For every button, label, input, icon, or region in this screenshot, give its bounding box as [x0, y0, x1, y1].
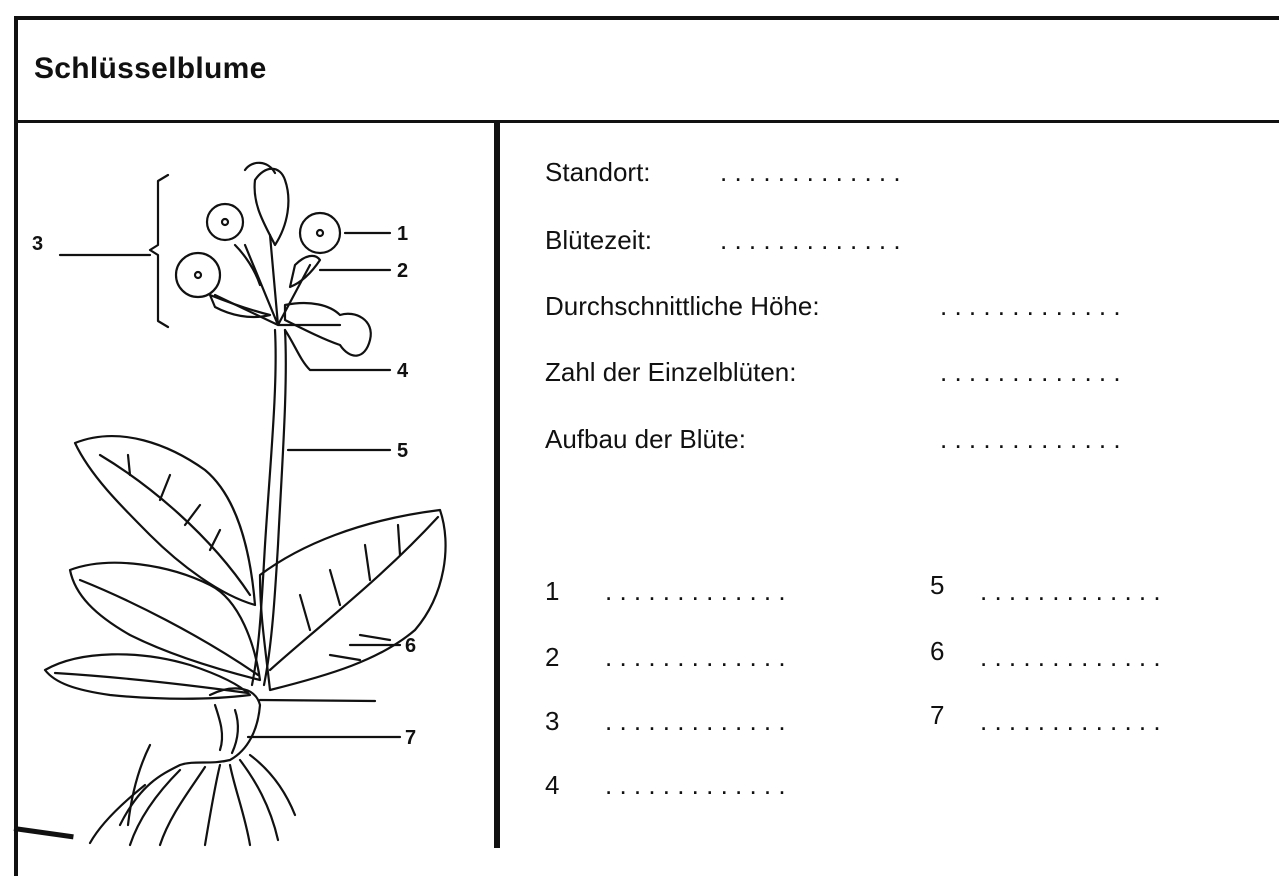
answer-number-3: 3 [545, 706, 559, 737]
answer-line-hoehe[interactable]: . . . . . . . . . . . . . [940, 291, 1121, 322]
question-einzelblueten: Zahl der Einzelblüten: [545, 357, 796, 388]
diagram-label-2: 2 [397, 260, 408, 282]
answer-number-4: 4 [545, 770, 559, 801]
question-aufbau: Aufbau der Blüte: [545, 424, 746, 455]
answer-number-6: 6 [930, 636, 944, 667]
answer-number-1: 1 [545, 576, 559, 607]
diagram-label-7: 7 [405, 727, 416, 749]
answer-line-6[interactable]: . . . . . . . . . . . . . [980, 642, 1161, 673]
answer-line-aufbau[interactable]: . . . . . . . . . . . . . [940, 424, 1121, 455]
answer-number-2: 2 [545, 642, 559, 673]
answer-line-standort[interactable]: . . . . . . . . . . . . . [720, 157, 901, 188]
question-standort: Standort: [545, 157, 651, 188]
column-divider [494, 122, 500, 848]
primrose-illustration: 3 1 2 4 5 6 7 [20, 125, 490, 848]
answer-number-5: 5 [930, 570, 944, 601]
question-bluetezeit: Blütezeit: [545, 225, 652, 256]
diagram-label-4: 4 [397, 360, 409, 382]
diagram-label-1: 1 [397, 223, 408, 245]
answer-line-1[interactable]: . . . . . . . . . . . . . [605, 576, 786, 607]
answer-line-3[interactable]: . . . . . . . . . . . . . [605, 706, 786, 737]
answer-line-4[interactable]: . . . . . . . . . . . . . [605, 770, 915, 801]
answer-number-7: 7 [930, 700, 944, 731]
answer-line-einzelblueten[interactable]: . . . . . . . . . . . . . [940, 357, 1121, 388]
answer-line-2[interactable]: . . . . . . . . . . . . . [605, 642, 786, 673]
diagram-label-3: 3 [32, 233, 43, 255]
question-hoehe: Durchschnittliche Höhe: [545, 291, 820, 322]
page-title: Schlüsselblume [34, 52, 267, 86]
answer-line-bluetezeit[interactable]: . . . . . . . . . . . . . [720, 225, 901, 256]
diagram-label-5: 5 [397, 440, 408, 462]
diagram-label-6: 6 [405, 635, 416, 657]
answer-line-5[interactable]: . . . . . . . . . . . . . [980, 576, 1161, 607]
answer-line-7[interactable]: . . . . . . . . . . . . . [980, 706, 1161, 737]
